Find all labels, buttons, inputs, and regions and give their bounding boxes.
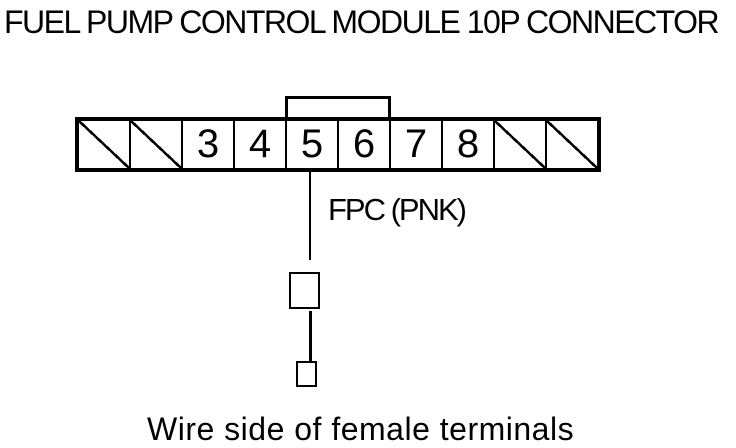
pin-cell-slashed	[131, 121, 183, 168]
wire-segment-lower	[309, 311, 312, 361]
terminal-symbol-large	[289, 272, 320, 309]
pin-cell-8: 8	[443, 121, 495, 168]
pin-cell-3: 3	[183, 121, 235, 168]
pin-cell-7: 7	[391, 121, 443, 168]
pin-cell-5: 5	[287, 121, 339, 168]
pin-cell-6: 6	[339, 121, 391, 168]
pin-cell-slashed	[79, 121, 131, 168]
caption: Wire side of female terminals	[147, 411, 575, 447]
pin-cell-4: 4	[235, 121, 287, 168]
wire-label: FPC (PNK)	[328, 192, 467, 227]
pin-cell-slashed	[495, 121, 547, 168]
terminal-symbol-small	[296, 361, 317, 387]
diagram-title: FUEL PUMP CONTROL MODULE 10P CONNECTOR	[4, 4, 720, 40]
connector-key-tab	[285, 96, 391, 121]
pin-cell-slashed	[547, 121, 597, 168]
wire-segment-upper	[309, 172, 311, 260]
